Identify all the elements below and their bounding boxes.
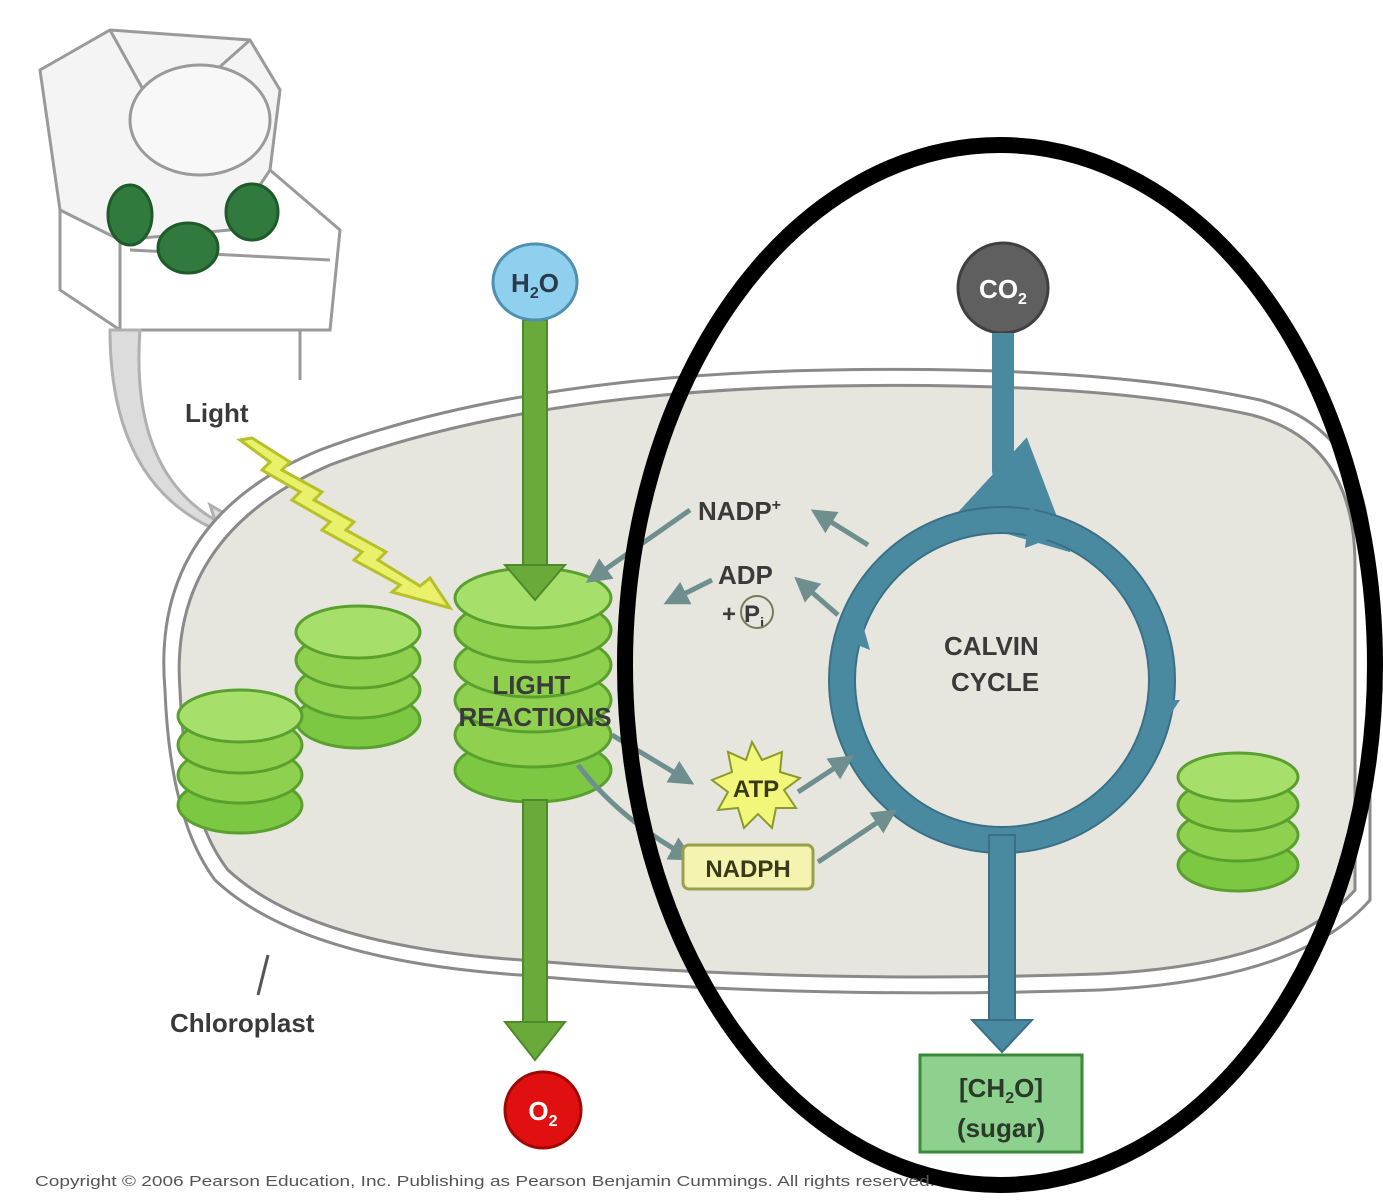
sugar-label: [CH2O] [959,1073,1043,1107]
o2-arrow-shaft [522,799,548,1026]
nadph-to-calvin-arrow [816,809,898,865]
granum-stack-right [1176,751,1300,893]
nadph-label: NADPH [705,856,790,883]
light-reactions-label: LIGHT REACTIONS [458,670,611,732]
sugar-arrow-shaft [988,834,1016,1026]
o2-bubble [503,1070,583,1150]
h2o-arrow-head [502,564,568,602]
nadp-plus-label: NADP+ [698,496,781,526]
atp-starburst [709,739,803,831]
granum-stack-left [176,604,422,835]
sugar-arrow-head [969,1019,1035,1054]
copyright-text: Copyright © 2006 Pearson Education, Inc.… [35,1173,935,1190]
h2o-bubble [491,242,579,322]
leaf-cell-sketch [38,28,342,380]
atp-label: ATP [733,776,779,803]
nadph-box [681,843,815,891]
calvin-cycle-label: CALVIN CYCLE [944,631,1046,697]
chloroplast-leader-line [256,954,270,996]
light-to-nadph-arrow [576,763,695,861]
h2o-arrow-shaft [522,319,548,576]
light-bolt [236,436,454,611]
adp-to-light-arrow [663,577,714,605]
calvin-cycle-ring-inner-outline [854,532,1150,828]
co2-label: CO2 [979,274,1027,308]
granum-stack-light-reactions [453,566,613,804]
adp-label: ADP [718,560,773,590]
pi-label: +Pi [722,601,764,632]
highlight-ellipse [617,137,1383,1193]
o2-arrow-head [502,1021,568,1062]
pi-circle-icon [740,595,774,629]
atp-to-calvin-arrow [796,755,855,795]
sugar-label-line2: (sugar) [957,1113,1045,1143]
o2-label: O2 [528,1096,557,1130]
adp-return-arrow [794,576,840,617]
calvin-arrowhead-top [1025,506,1060,548]
h2o-label: H2O [511,268,559,302]
sugar-box [918,1053,1084,1154]
light-label: Light [185,398,249,428]
calvin-arrowhead-left [845,615,870,650]
chloroplast-label: Chloroplast [170,1008,315,1038]
calvin-arrowhead-right [1150,700,1180,730]
nadp-return-arrow [810,509,870,548]
